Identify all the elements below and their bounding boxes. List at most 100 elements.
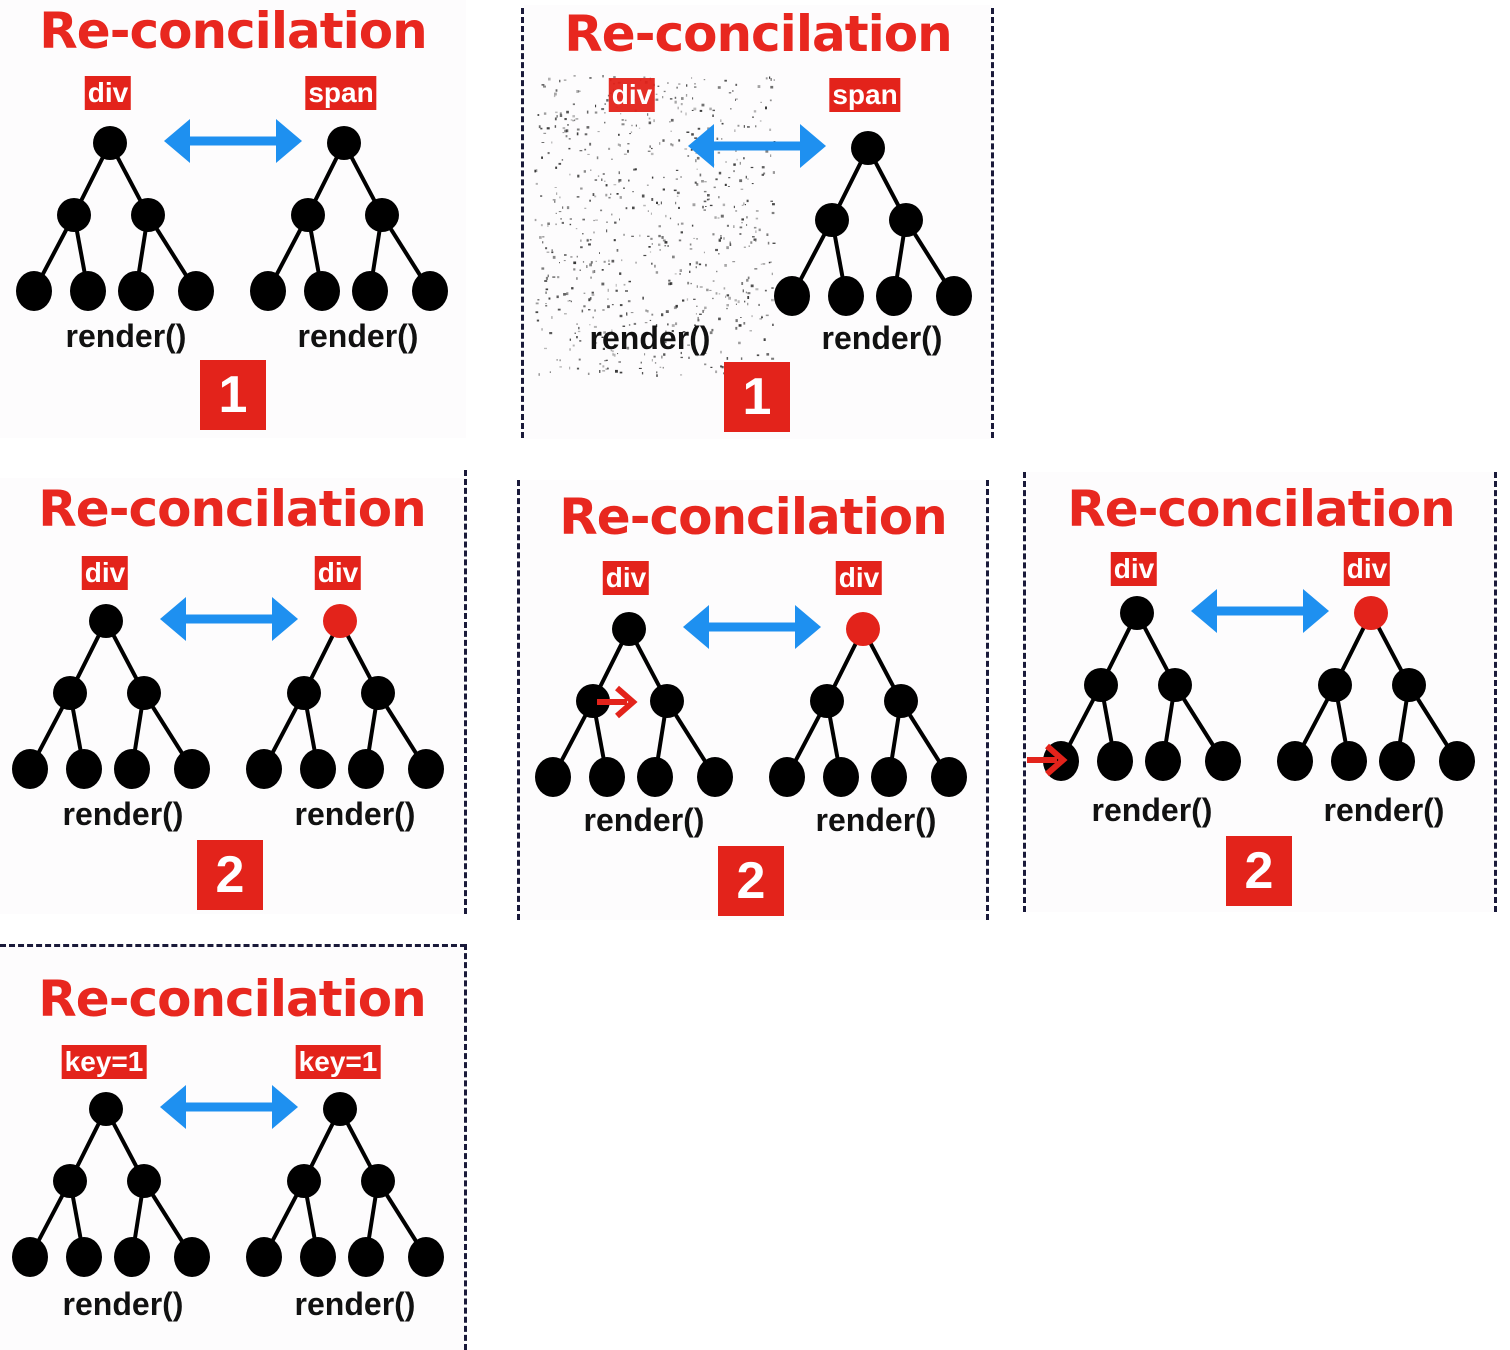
speckle-dot (694, 86, 697, 88)
speckle-dot (593, 219, 595, 222)
speckle-dot (642, 296, 644, 300)
speckle-dot (607, 94, 609, 97)
speckle-dot (694, 83, 696, 85)
speckle-dot (604, 121, 606, 124)
speckle-dot (618, 133, 620, 136)
speckle-dot (697, 318, 700, 322)
speckle-dot (686, 131, 690, 133)
speckle-dot (578, 326, 580, 330)
speckle-dot (739, 179, 743, 183)
speckle-dot (619, 272, 622, 275)
arrow-head-right (272, 1085, 298, 1129)
speckle-dot (704, 181, 707, 183)
speckle-dot (556, 295, 559, 299)
speckle-dot (541, 142, 545, 143)
speckle-dot (728, 92, 732, 94)
speckle-dot (547, 274, 549, 278)
speckle-dot (565, 135, 568, 138)
speckle-dot (558, 211, 562, 213)
speckle-dot (541, 84, 545, 86)
tree-group (246, 604, 444, 789)
speckle-dot (535, 182, 538, 185)
speckle-dot (654, 264, 656, 268)
speckle-dot (653, 355, 656, 358)
speckle-dot (646, 310, 649, 313)
speckle-dot (605, 368, 608, 370)
speckle-dot (641, 334, 643, 337)
step-badge: 1 (724, 362, 790, 432)
speckle-dot (534, 169, 536, 173)
right-render-label: render() (1323, 792, 1445, 828)
speckle-dot (601, 336, 604, 338)
speckle-dot (605, 359, 608, 361)
speckle-dot (704, 363, 707, 366)
speckle-dot (671, 324, 675, 327)
speckle-dot (564, 293, 568, 295)
speckle-dot (720, 350, 722, 354)
speckle-dot (647, 150, 651, 152)
speckle-dot (656, 374, 658, 377)
speckle-dot (769, 76, 771, 79)
speckle-dot (755, 217, 759, 220)
speckle-dot (576, 367, 580, 370)
tree-leaf-node (174, 749, 210, 789)
speckle-dot (555, 212, 557, 214)
speckle-dot (753, 110, 757, 113)
speckle-dot (741, 204, 744, 206)
speckle-dot (607, 368, 609, 370)
speckle-dot (745, 291, 747, 294)
tree-node (884, 684, 918, 718)
speckle-dot (720, 237, 722, 240)
speckle-dot (599, 363, 602, 365)
speckle-dot (554, 125, 557, 128)
tree-leaf-node (871, 757, 907, 797)
speckle-dot (645, 309, 648, 312)
speckle-dot (569, 173, 571, 176)
speckle-dot (651, 359, 653, 362)
speckle-dot (702, 205, 704, 209)
speckle-dot (739, 233, 742, 235)
speckle-dot (563, 260, 566, 262)
speckle-dot (667, 323, 669, 326)
arrow-head-left (1191, 589, 1217, 633)
speckle-dot (677, 223, 679, 226)
speckle-dot (611, 329, 613, 333)
speckle-dot (618, 179, 622, 182)
speckle-dot (601, 178, 603, 181)
speckle-dot (590, 261, 593, 264)
speckle-dot (661, 355, 663, 359)
speckle-dot (604, 360, 607, 362)
tree-leaf-node (823, 757, 859, 797)
speckle-dot (771, 298, 774, 302)
speckle-dot (746, 278, 749, 282)
speckle-dot (586, 238, 589, 242)
right-root-tag: span (305, 76, 377, 110)
arrow-head-right (1303, 589, 1329, 633)
speckle-dot (559, 79, 561, 83)
speckle-dot (548, 297, 551, 300)
speckle-dot (733, 170, 735, 173)
speckle-dot (770, 200, 773, 202)
speckle-dot (627, 149, 629, 153)
reconciliation-panel-2: Re-concilation div span render() render(… (524, 5, 992, 439)
speckle-dot (559, 112, 562, 115)
speckle-dot (654, 362, 657, 364)
speckle-dot (628, 324, 631, 326)
divider (521, 8, 524, 438)
speckle-dot (746, 199, 749, 203)
speckle-dot (662, 139, 665, 142)
right-render-label: render() (297, 318, 419, 354)
speckle-dot (650, 212, 652, 215)
speckle-dot (615, 369, 618, 373)
left-render-label: render() (62, 796, 184, 832)
tree-leaf-node (66, 749, 102, 789)
speckle-dot (592, 193, 595, 196)
arrow-head-right (272, 597, 298, 641)
right-render-label: render() (821, 320, 943, 356)
speckle-dot (538, 125, 541, 129)
speckle-dot (718, 293, 721, 295)
speckle-dot (667, 245, 669, 247)
tree-diagram (688, 124, 972, 316)
speckle-dot (576, 132, 579, 136)
speckle-dot (611, 213, 613, 216)
